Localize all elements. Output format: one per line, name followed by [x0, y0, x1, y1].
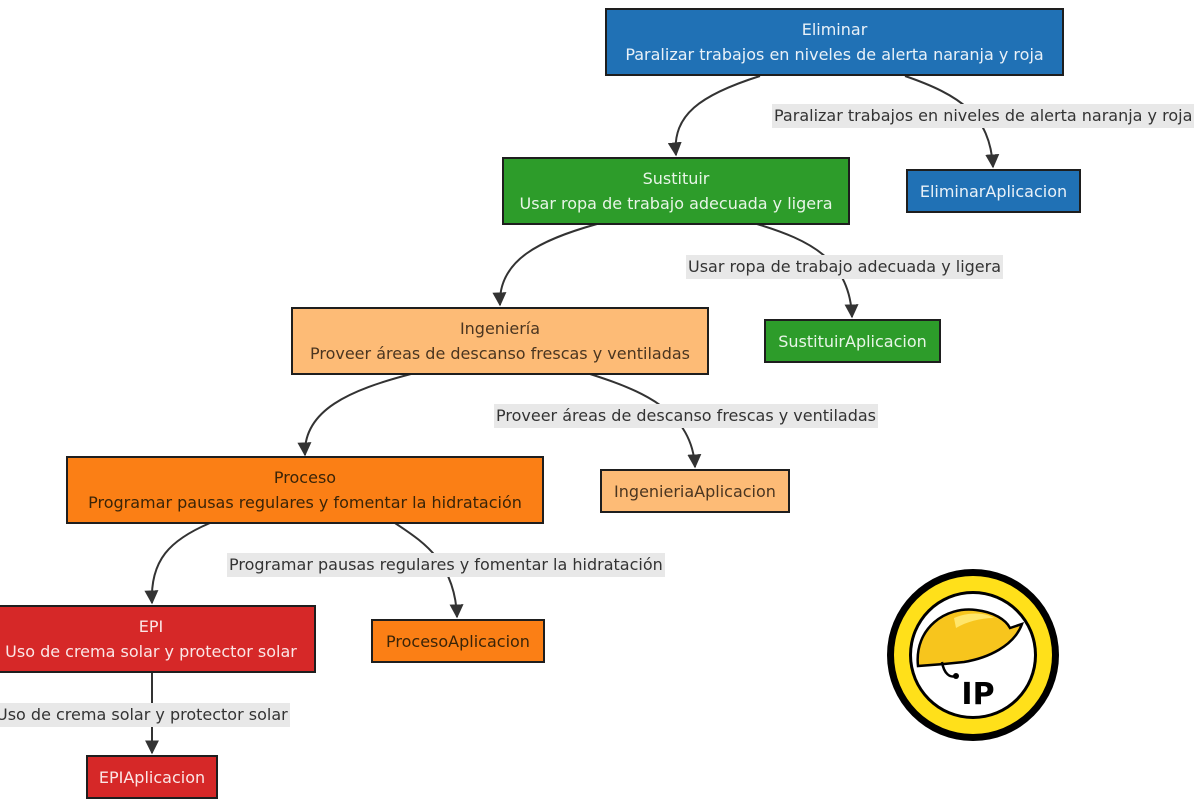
node-epi[interactable]: EPI Uso de crema solar y protector solar	[0, 605, 316, 673]
node-description: Proveer áreas de descanso frescas y vent…	[309, 344, 690, 363]
node-label: IngenieriaAplicacion	[614, 481, 776, 501]
node-label: EliminarAplicacion	[919, 181, 1068, 201]
node-label: SustituirAplicacion	[778, 331, 927, 351]
edge-sustituir-ingenieria	[492, 223, 598, 307]
edge-eliminar-sustituir	[667, 75, 761, 157]
node-ingenieria-aplicacion[interactable]: IngenieriaAplicacion	[600, 469, 790, 513]
node-ingenieria[interactable]: Ingeniería Proveer áreas de descanso fre…	[291, 307, 709, 375]
edge-ingenieria-proceso	[297, 373, 412, 457]
node-title: EPI	[138, 617, 164, 636]
node-epi-aplicacion[interactable]: EPIAplicacion	[86, 755, 218, 799]
edge-label-proceso: Programar pausas regulares y fomentar la…	[227, 553, 665, 577]
node-proceso-aplicacion[interactable]: ProcesoAplicacion	[371, 619, 545, 663]
node-sustituir-aplicacion[interactable]: SustituirAplicacion	[764, 319, 941, 363]
node-title: Eliminar	[801, 20, 868, 39]
node-description: Uso de crema solar y protector solar	[5, 642, 297, 661]
edge-label-ingenieria: Proveer áreas de descanso frescas y vent…	[494, 404, 879, 428]
node-label: EPIAplicacion	[98, 767, 206, 787]
node-title: Sustituir	[642, 169, 710, 188]
node-title: Proceso	[273, 468, 337, 487]
edge-label-eliminar: Paralizar trabajos en niveles de alerta …	[772, 104, 1195, 128]
edge-label-sustituir: Usar ropa de trabajo adecuada y ligera	[686, 255, 1004, 279]
edge-label-epi: Uso de crema solar y protector solar	[0, 703, 290, 727]
node-eliminar[interactable]: Eliminar Paralizar trabajos en niveles d…	[605, 8, 1064, 76]
logo: IP	[887, 569, 1059, 741]
edge-proceso-epi	[144, 522, 211, 605]
node-proceso[interactable]: Proceso Programar pausas regulares y fom…	[66, 456, 544, 524]
logo-text: IP	[961, 677, 994, 712]
hard-hat-icon	[916, 608, 1025, 679]
node-label: ProcesoAplicacion	[386, 631, 530, 651]
node-title: Ingeniería	[459, 319, 541, 338]
node-eliminar-aplicacion[interactable]: EliminarAplicacion	[906, 169, 1081, 213]
node-sustituir[interactable]: Sustituir Usar ropa de trabajo adecuada …	[502, 157, 850, 225]
node-description: Paralizar trabajos en niveles de alerta …	[625, 45, 1044, 64]
node-description: Programar pausas regulares y fomentar la…	[88, 493, 522, 512]
node-description: Usar ropa de trabajo adecuada y ligera	[519, 194, 833, 213]
